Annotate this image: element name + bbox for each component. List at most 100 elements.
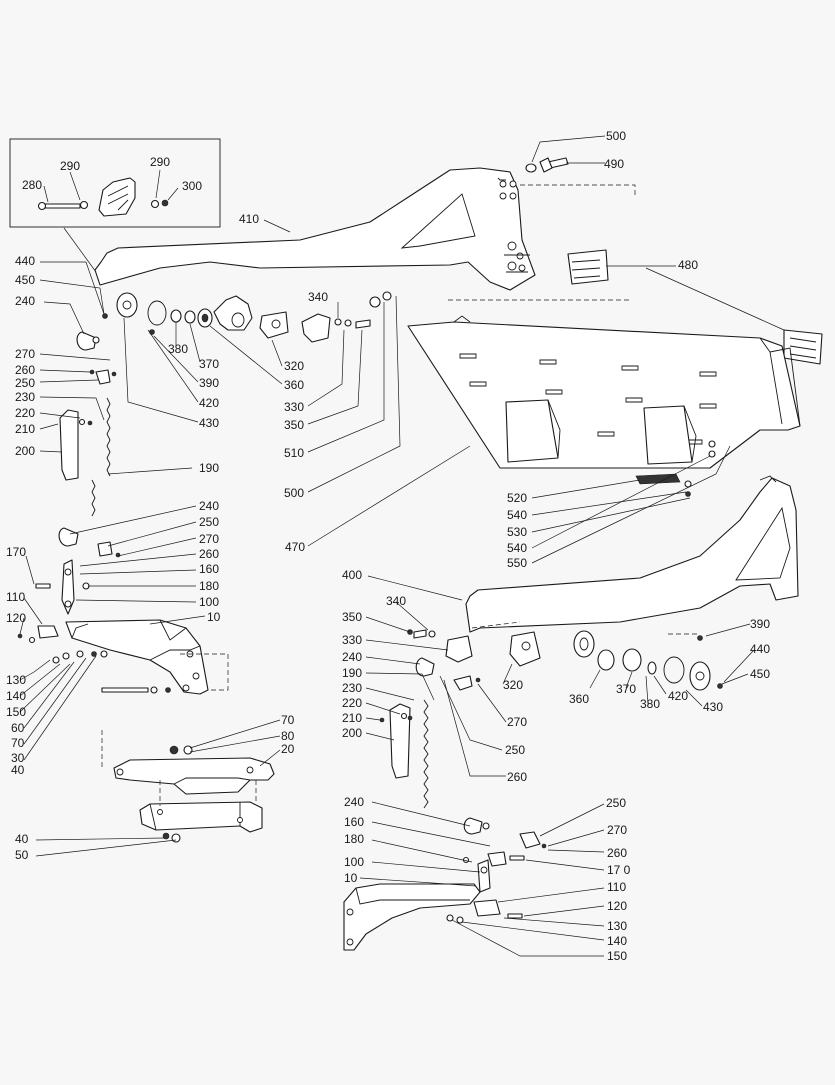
callout-210: 210 bbox=[15, 422, 35, 436]
callout-10: 10 bbox=[344, 871, 358, 885]
callout-270: 270 bbox=[199, 532, 219, 546]
callout-490: 490 bbox=[604, 157, 624, 171]
callout-250: 250 bbox=[199, 515, 219, 529]
callout-190: 190 bbox=[342, 666, 362, 680]
callout-80: 80 bbox=[281, 729, 295, 743]
body-470 bbox=[407, 315, 801, 497]
leader-lines bbox=[19, 135, 785, 957]
callout-180: 180 bbox=[344, 832, 364, 846]
callout-260: 260 bbox=[607, 846, 627, 860]
callout-100: 100 bbox=[199, 595, 219, 609]
callout-240: 240 bbox=[15, 294, 35, 308]
base-20 bbox=[113, 745, 275, 843]
chain-assembly-upper bbox=[59, 331, 117, 481]
callout-380: 380 bbox=[640, 697, 660, 711]
callout-510: 510 bbox=[284, 446, 304, 460]
callout-540: 540 bbox=[507, 541, 527, 555]
arm-410 bbox=[94, 167, 536, 291]
callout-10: 10 bbox=[207, 610, 221, 624]
callout-250: 250 bbox=[505, 743, 525, 757]
callout-270: 270 bbox=[507, 715, 527, 729]
callout-130: 130 bbox=[607, 919, 627, 933]
callout-410: 410 bbox=[239, 212, 259, 226]
callout-540: 540 bbox=[507, 508, 527, 522]
callout-40: 40 bbox=[15, 832, 29, 846]
inset-detail bbox=[9, 138, 221, 228]
callout-140: 140 bbox=[607, 934, 627, 948]
callout-250: 250 bbox=[15, 376, 35, 390]
callout-390: 390 bbox=[750, 617, 770, 631]
callout-160: 160 bbox=[344, 815, 364, 829]
callout-400: 400 bbox=[342, 568, 362, 582]
callout-70: 70 bbox=[281, 713, 295, 727]
callout-110: 110 bbox=[607, 880, 626, 894]
callout-450: 450 bbox=[750, 667, 770, 681]
callout-360: 360 bbox=[569, 692, 589, 706]
callout-260: 260 bbox=[15, 363, 35, 377]
callout-230: 230 bbox=[15, 390, 35, 404]
callout-40: 40 bbox=[11, 763, 25, 777]
bracket-10-lower bbox=[343, 883, 481, 951]
callout-150: 150 bbox=[607, 949, 627, 963]
callout-280: 280 bbox=[22, 178, 42, 192]
callout-70: 70 bbox=[11, 736, 25, 750]
callout-340: 340 bbox=[386, 594, 406, 608]
callout-260: 260 bbox=[199, 547, 219, 561]
callout-170: 170 bbox=[6, 545, 26, 559]
callout-450: 450 bbox=[15, 273, 35, 287]
callout-220: 220 bbox=[15, 406, 35, 420]
callout-30: 30 bbox=[11, 751, 25, 765]
callout-530: 530 bbox=[507, 525, 527, 539]
callout-20: 20 bbox=[281, 742, 295, 756]
callout-350: 350 bbox=[284, 418, 304, 432]
callout-130: 130 bbox=[6, 673, 26, 687]
callout-330: 330 bbox=[284, 400, 304, 414]
callout-360: 360 bbox=[284, 378, 304, 392]
callout-140: 140 bbox=[6, 689, 26, 703]
callout-150: 150 bbox=[6, 705, 26, 719]
callout-440: 440 bbox=[15, 254, 35, 268]
callout-120: 120 bbox=[6, 611, 26, 625]
hub-assembly-upper bbox=[102, 291, 392, 343]
callout-290: 290 bbox=[60, 159, 80, 173]
bolt-490 bbox=[525, 157, 569, 173]
callout-390: 390 bbox=[199, 376, 219, 390]
callout-340: 340 bbox=[308, 290, 328, 304]
callout-60: 60 bbox=[11, 721, 25, 735]
callout-270: 270 bbox=[15, 347, 35, 361]
callout-320: 320 bbox=[503, 678, 523, 692]
callout-270: 270 bbox=[607, 823, 627, 837]
callout-300: 300 bbox=[182, 179, 202, 193]
callout-260: 260 bbox=[507, 770, 527, 784]
chain-assembly-left bbox=[17, 479, 121, 644]
callout-240: 240 bbox=[342, 650, 362, 664]
callout-500: 500 bbox=[606, 129, 626, 143]
callout-180: 180 bbox=[199, 579, 219, 593]
callout-420: 420 bbox=[199, 396, 219, 410]
arm-400 bbox=[465, 475, 799, 658]
callout-200: 200 bbox=[15, 444, 35, 458]
hub-assembly-lower bbox=[407, 629, 723, 691]
chain-assembly-lower bbox=[462, 817, 547, 919]
callout-160: 160 bbox=[199, 562, 219, 576]
callout-50: 50 bbox=[15, 848, 29, 862]
callout-220: 220 bbox=[342, 696, 362, 710]
chain-assembly-middle bbox=[379, 657, 481, 809]
callout-480: 480 bbox=[678, 258, 698, 272]
bracket-10-left bbox=[52, 619, 209, 695]
callout-380: 380 bbox=[168, 342, 188, 356]
callout-120: 120 bbox=[607, 899, 627, 913]
callout-320: 320 bbox=[284, 359, 304, 373]
callout-430: 430 bbox=[703, 700, 723, 714]
callout-110: 110 bbox=[6, 590, 25, 604]
callout-500: 500 bbox=[284, 486, 304, 500]
callout-470: 470 bbox=[285, 540, 305, 554]
callout-170: 17 0 bbox=[607, 863, 631, 877]
shim-480 bbox=[567, 249, 823, 365]
callout-440: 440 bbox=[750, 642, 770, 656]
callout-200: 200 bbox=[342, 726, 362, 740]
callout-240: 240 bbox=[199, 499, 219, 513]
callout-100: 100 bbox=[344, 855, 364, 869]
